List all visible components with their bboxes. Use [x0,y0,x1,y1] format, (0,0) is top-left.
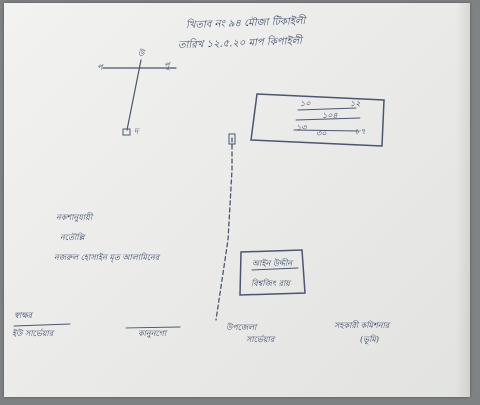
plot-box [250,93,385,147]
signature-3-name: উপজেলা [226,323,257,332]
signature-1-title: ইউ সার্ভেয়ার [12,329,54,338]
signature-underline-1 [13,323,71,327]
plot-label-5: ৩০ [316,129,327,138]
signature-4-title: (ভূমি) [360,335,379,344]
signature-4-name: সহকারী কমিশনার [334,321,390,330]
boundary-marker [228,133,236,145]
small-box-underline [251,267,299,271]
signature-1-name: স্বাক্ষর [14,311,33,320]
compass-base-marker [122,128,131,136]
left-note-2: নতৌল্লি [60,233,85,242]
plot-label-1: ১০ [300,99,311,108]
plot-label-3: ১০৪ [322,111,338,120]
small-box-line-2: বিশ্বজিৎ রায় [251,279,291,288]
compass-east-label: পূ [164,61,170,70]
compass-south-label: দ [134,127,139,136]
left-note-1: নকশানুযায়ী [56,213,93,222]
paper-fold-shadow [456,3,470,397]
small-box-line-1: আইন উদ্দীন [252,259,293,268]
left-note-3: নজরুল হোসাইন মৃত আলামিনের [54,253,160,262]
dashed-boundary-line [215,137,233,321]
signature-2-title: কানুনগো [138,329,167,338]
signature-underline-2 [125,326,181,329]
plot-label-6: ৮৭ [355,127,366,136]
plot-label-4: ১৩ [296,123,307,132]
compass-north-label: উ [138,49,145,58]
compass-west-label: প [97,63,103,72]
plot-box-scribbles [293,107,361,132]
survey-paper [4,3,470,397]
compass-north-south-line [126,59,142,131]
small-box [239,249,306,296]
plot-label-2: ১২ [350,99,361,108]
signature-3-title: সার্ভেয়ার [246,335,275,344]
